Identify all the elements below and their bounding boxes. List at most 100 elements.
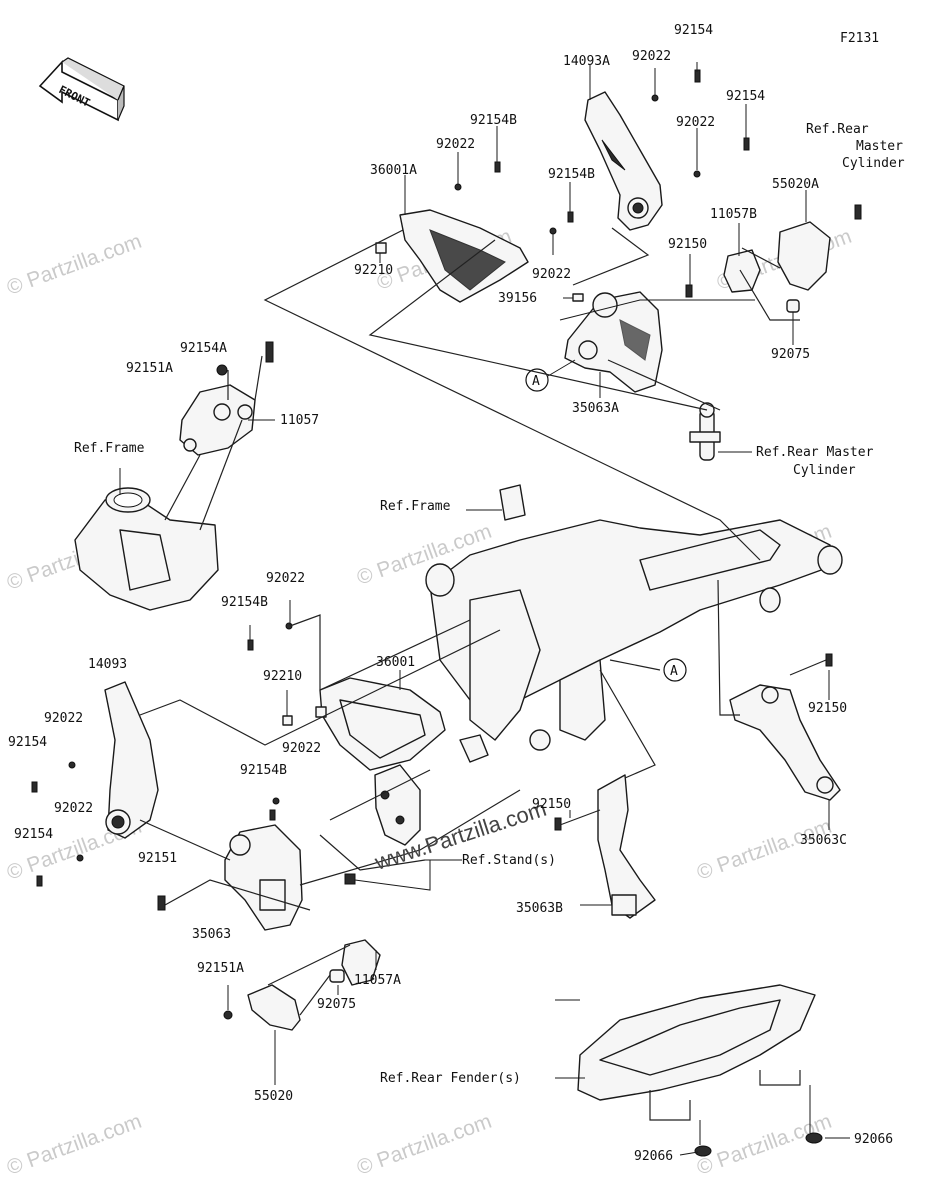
label-11057B: 11057B: [710, 207, 757, 222]
label-11057: 11057: [280, 413, 319, 428]
washer-92022-lower: [272, 797, 280, 805]
label-35063B: 35063B: [516, 901, 563, 916]
bolt-92154A: [265, 341, 274, 363]
label-92150: 92150: [808, 701, 847, 716]
label-ref-rear: Ref.Rear: [806, 122, 869, 137]
label-92151A: 92151A: [126, 361, 173, 376]
label-92154B: 92154B: [240, 763, 287, 778]
label-92154B: 92154B: [470, 113, 517, 128]
master-cylinder-ref: [689, 402, 721, 461]
label-ref-frame-center: Ref.Frame: [380, 499, 451, 514]
watermark: © Partzilla.com: [4, 1110, 145, 1180]
label-92022: 92022: [532, 267, 571, 282]
bracket-11057: [179, 384, 256, 456]
label-92022: 92022: [676, 115, 715, 130]
label-35063C: 35063C: [800, 833, 847, 848]
stand-bracket-ref: [374, 734, 489, 846]
bolt-ref-master: [854, 204, 862, 220]
bolt-92150-top: [685, 284, 693, 298]
label-92066: 92066: [854, 1132, 893, 1147]
label-ref-cylinder: Cylinder: [842, 156, 905, 171]
label-ref-rear-master: Ref.Rear Master: [756, 445, 874, 460]
label-36001: 36001: [376, 655, 415, 670]
watermark: © Partzilla.com: [4, 230, 145, 300]
label-11057A: 11057A: [354, 973, 401, 988]
bolt-92154-ll: [31, 781, 38, 793]
bracket-14093A: [584, 91, 663, 231]
label-92022: 92022: [282, 741, 321, 756]
washer-92022-right: [693, 170, 701, 178]
nut-92075-bottom: [329, 969, 345, 983]
bracket-35063B: [597, 774, 656, 919]
label-92150: 92150: [532, 797, 571, 812]
washer-92022-ll2: [76, 854, 84, 862]
frame-head-ref: [74, 487, 219, 611]
label-92154: 92154: [726, 89, 765, 104]
watermark: © Partzilla.com: [694, 1110, 835, 1180]
bolt-92154-right: [743, 137, 750, 151]
main-frame-ref: [425, 484, 843, 751]
bolt-92154B-top: [494, 161, 501, 173]
label-36001A: 36001A: [370, 163, 417, 178]
label-92075: 92075: [317, 997, 356, 1012]
front-arrow-icon: FRONT: [38, 57, 125, 122]
label-55020: 55020: [254, 1089, 293, 1104]
bolt-92154-ll2: [36, 875, 43, 887]
callout-a-top: [525, 368, 549, 392]
clip-39156: [572, 293, 584, 302]
callout-a-main: [663, 658, 687, 682]
label-ref-master: Master: [856, 139, 903, 154]
label-92154B: 92154B: [221, 595, 268, 610]
label-35063: 35063: [192, 927, 231, 942]
label-92151: 92151: [138, 851, 177, 866]
label-92154: 92154: [674, 23, 713, 38]
label-92154B: 92154B: [548, 167, 595, 182]
label-92154A: 92154A: [180, 341, 227, 356]
bolt-92150-r: [825, 653, 833, 667]
label-92150: 92150: [668, 237, 707, 252]
plate-11057A: [341, 939, 381, 986]
label-92022: 92022: [44, 711, 83, 726]
figure-code: F2131: [840, 31, 879, 46]
bolt-92154B-lower: [269, 809, 276, 821]
grommet-92210-l: [282, 715, 293, 726]
label-55020A: 55020A: [772, 177, 819, 192]
cover-36001: [319, 677, 446, 771]
label-92075: 92075: [771, 347, 810, 362]
label-92154: 92154: [8, 735, 47, 750]
label-92022: 92022: [266, 571, 305, 586]
label-39156: 39156: [498, 291, 537, 306]
label-92022: 92022: [436, 137, 475, 152]
callout-a-top-text: A: [532, 374, 540, 389]
watermark: © Partzilla.com: [354, 1110, 495, 1180]
callout-a-main-text: A: [670, 664, 678, 679]
label-ref-rear-fender: Ref.Rear Fender(s): [380, 1071, 521, 1086]
plate-11057B: [723, 249, 761, 293]
bolt-92150-c: [554, 817, 562, 831]
label-ref-stand: Ref.Stand(s): [462, 853, 556, 868]
bolt-92154B-mid: [567, 211, 574, 223]
label-14093: 14093: [88, 657, 127, 672]
cover-36001A: [399, 209, 529, 303]
bolt-92151: [157, 895, 166, 911]
guard-55020A: [777, 221, 831, 291]
watermark: © Partzilla.com: [694, 815, 835, 885]
bracket-35063: [224, 824, 303, 931]
label-92151A: 92151A: [197, 961, 244, 976]
label-14093A: 14093A: [563, 54, 610, 69]
bracket-35063A: [564, 291, 663, 393]
bracket-35063C: [729, 684, 841, 801]
grommet-92210-top: [375, 242, 387, 254]
grommet-92066-r: [805, 1132, 823, 1144]
label-92154: 92154: [14, 827, 53, 842]
grommet-92066-b: [694, 1145, 712, 1157]
washer-92022-ll: [68, 761, 76, 769]
label-ref-frame: Ref.Frame: [74, 441, 145, 456]
label-35063A: 35063A: [572, 401, 619, 416]
rear-fender-ref: [577, 984, 816, 1101]
label-ref-rear-master-cylinder: Cylinder: [793, 463, 856, 478]
label-92022: 92022: [54, 801, 93, 816]
label-92210: 92210: [263, 669, 302, 684]
